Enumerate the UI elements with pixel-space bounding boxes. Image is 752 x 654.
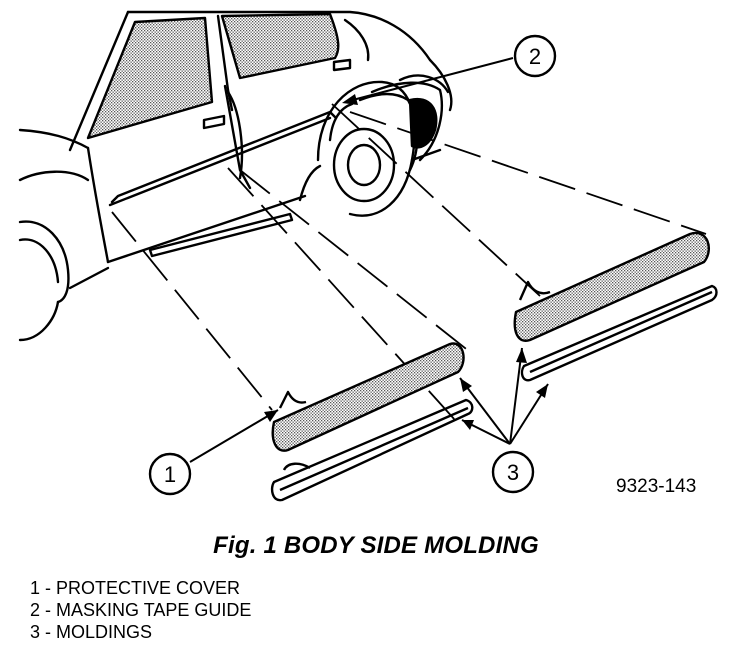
figure-number: 9323-143	[616, 476, 697, 497]
callout-2-number: 2	[529, 44, 541, 69]
legend: 1 - PROTECTIVE COVER 2 - MASKING TAPE GU…	[30, 577, 251, 643]
legend-item: 3 - MOLDINGS	[30, 622, 153, 642]
legend-item: 2 - MASKING TAPE GUIDE	[30, 600, 252, 620]
callout-3-number: 3	[507, 460, 519, 485]
callout-1: 1	[148, 452, 192, 496]
upper-right-moldings	[513, 231, 718, 382]
rear-window	[220, 12, 340, 80]
front-window	[86, 16, 214, 140]
molding-lower-left	[271, 342, 465, 452]
figure-caption: Fig. 1 BODY SIDE MOLDING	[213, 532, 539, 559]
callout-1-number: 1	[164, 462, 176, 487]
molding-upper-right	[513, 231, 710, 342]
lower-left-moldings	[270, 342, 474, 502]
car-body	[18, 10, 453, 342]
legend-item: 1 - PROTECTIVE COVER	[30, 578, 241, 598]
arrowheads	[264, 94, 548, 430]
body-side-molding-diagram: 1 2 3	[18, 10, 718, 502]
callout-3: 3	[491, 450, 535, 494]
callout-2: 2	[513, 34, 557, 78]
